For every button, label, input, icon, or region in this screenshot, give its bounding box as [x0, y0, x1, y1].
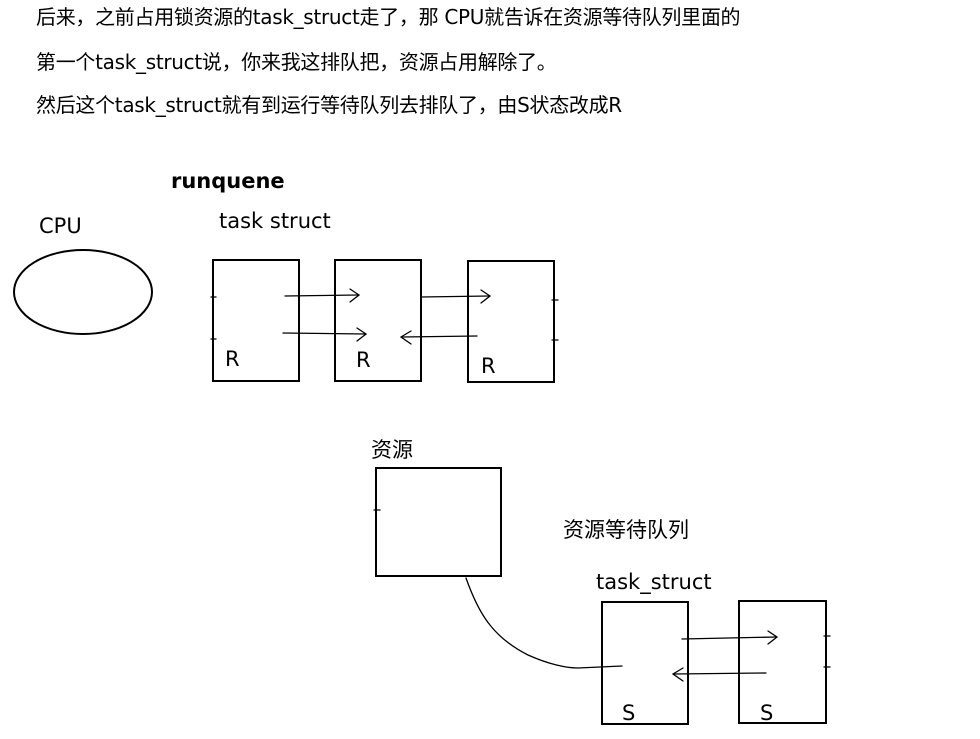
runqueue-label: runquene: [171, 169, 285, 193]
arrowhead-link-1: [356, 327, 368, 342]
resource-label: 资源: [371, 438, 413, 462]
run-task-box-2: R: [334, 259, 422, 382]
arrow-link-1: [282, 332, 367, 335]
arrow-next-2: [420, 295, 490, 298]
wait-state-1: S: [622, 701, 636, 725]
wait-arrowhead-prev: [671, 667, 684, 682]
arrowhead-next-1: [349, 288, 361, 303]
resource-box: [375, 467, 502, 577]
wait-task-box-2: S: [738, 600, 827, 724]
run-state-1: R: [225, 347, 240, 371]
wait-task-box-1: S: [601, 601, 689, 725]
run-state-3: R: [481, 354, 496, 378]
cpu-ellipse: [13, 249, 153, 335]
explanation-line-3: 然后这个task_struct就有到运行等待队列去排队了，由S状态改成R: [36, 93, 622, 117]
wait-state-2: S: [760, 701, 774, 725]
run-state-2: R: [356, 348, 371, 372]
wait-task-struct-label: task_struct: [596, 570, 712, 594]
explanation-line-1: 后来，之前占用锁资源的task_struct走了，那 CPU就告诉在资源等待队列…: [36, 5, 741, 29]
wait-arrow-next: [681, 636, 777, 640]
arrowhead-next-2: [480, 289, 492, 304]
arrowhead-prev-2: [399, 330, 412, 345]
wait-arrow-prev: [673, 672, 767, 675]
cpu-label: CPU: [39, 214, 82, 238]
arrow-prev-2: [401, 335, 478, 338]
arrow-next-1: [284, 294, 359, 297]
wait-queue-label: 资源等待队列: [563, 518, 689, 542]
resource-link-curve: [465, 577, 623, 669]
run-task-struct-label: task struct: [219, 209, 331, 233]
run-task-box-1: R: [212, 259, 300, 382]
explanation-line-2: 第一个task_struct说，你来我这排队把，资源占用解除了。: [36, 50, 557, 74]
wait-arrowhead-next: [767, 630, 779, 645]
run-task-box-3: R: [467, 260, 555, 383]
